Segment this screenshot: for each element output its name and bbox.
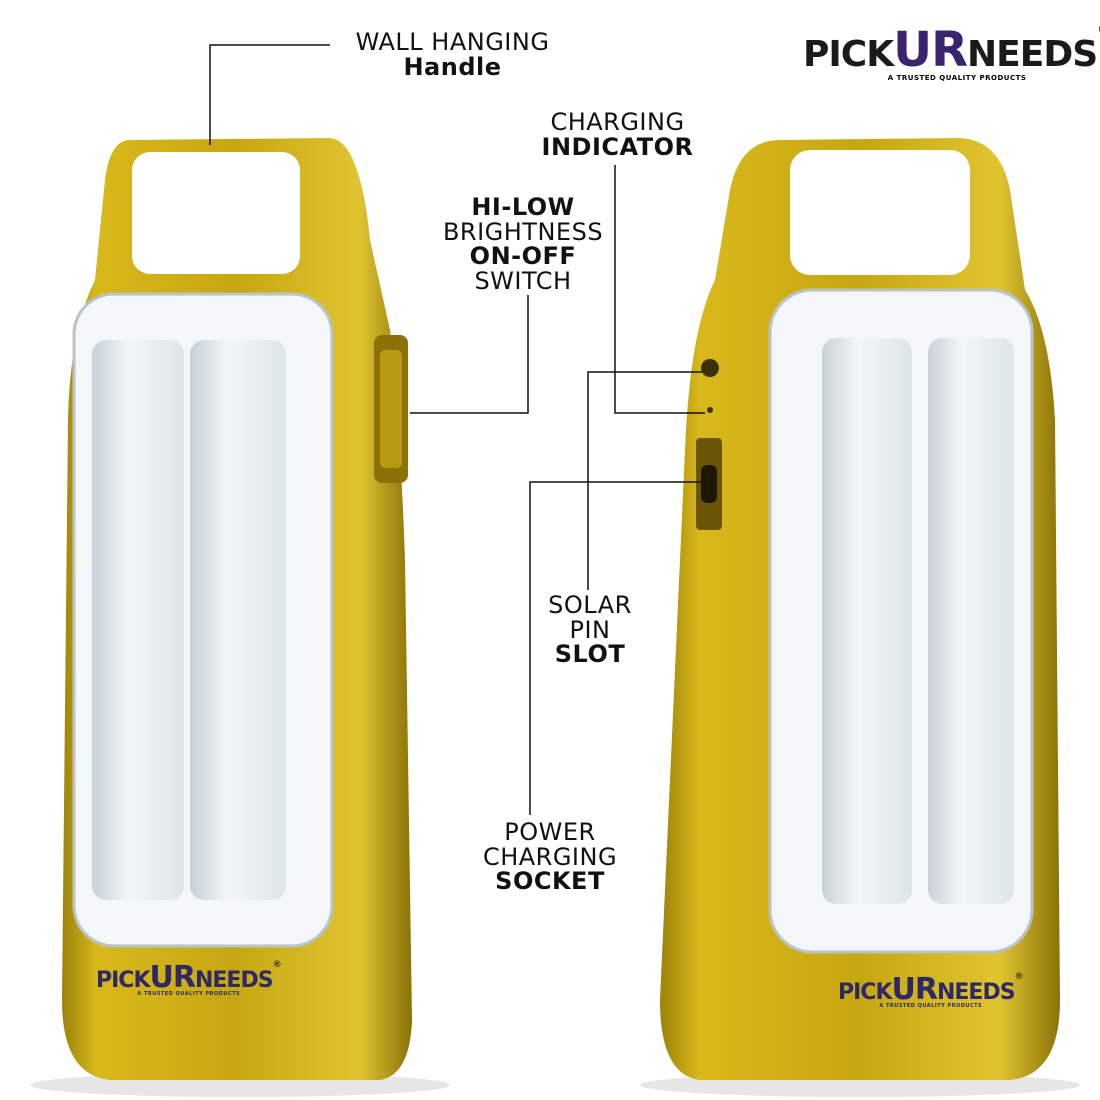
- logo-text: UR: [891, 972, 938, 1007]
- logo-tagline: A TRUSTED QUALITY PRODUCTS: [887, 74, 1027, 82]
- logo-text: PICK: [838, 980, 893, 1005]
- lantern-left-logo: PICKURNEEDS® A TRUSTED QUALITY PRODUCTS: [96, 960, 282, 997]
- logo-text: UR: [893, 22, 968, 78]
- label-wall-hanging-handle: WALL HANGING Handle: [330, 30, 575, 79]
- label-line: Handle: [403, 52, 502, 81]
- label-line: WALL HANGING: [355, 28, 550, 56]
- logo-tagline: A TRUSTED QUALITY PRODUCTS: [137, 991, 241, 997]
- logo-text: PICK: [96, 968, 151, 993]
- brand-logo: PICKURNEEDS® A TRUSTED QUALITY PRODUCTS: [803, 22, 1100, 82]
- label-brightness-switch: HI-LOW BRIGHTNESS ON-OFF SWITCH: [428, 195, 618, 293]
- logo-text: NEEDS: [194, 968, 274, 993]
- callout-lines: [209, 44, 705, 815]
- label-line: SLOT: [554, 640, 626, 668]
- label-power-charging-socket: POWER CHARGING SOCKET: [465, 820, 635, 894]
- label-line: HI-LOW: [471, 193, 575, 221]
- label-line: SOLAR: [548, 591, 632, 619]
- logo-text: UR: [149, 960, 196, 995]
- logo-text: NEEDS: [967, 34, 1098, 75]
- registered-mark: ®: [1097, 22, 1100, 38]
- registered-mark: ®: [1014, 972, 1024, 982]
- lantern-right: [660, 138, 1060, 1080]
- label-line: SOCKET: [495, 867, 605, 895]
- registered-mark: ®: [272, 960, 282, 970]
- lantern-right-logo: PICKURNEEDS® A TRUSTED QUALITY PRODUCTS: [838, 972, 1024, 1009]
- logo-tagline: A TRUSTED QUALITY PRODUCTS: [879, 1003, 983, 1009]
- label-line: CHARGING: [550, 108, 685, 136]
- logo-text: NEEDS: [936, 980, 1016, 1005]
- label-line: PIN: [569, 615, 611, 644]
- label-solar-pin-slot: SOLAR PIN SLOT: [520, 593, 660, 667]
- label-line: CHARGING: [482, 842, 618, 871]
- label-line: BRIGHTNESS: [442, 217, 604, 246]
- lantern-left: [62, 138, 412, 1080]
- charging-indicator: [701, 359, 719, 377]
- label-line: SWITCH: [474, 266, 572, 295]
- logo-text: PICK: [803, 34, 894, 75]
- label-charging-indicator: CHARGING INDICATOR: [520, 110, 715, 159]
- label-line: INDICATOR: [541, 132, 694, 161]
- label-line: POWER: [504, 818, 596, 846]
- label-line: ON-OFF: [469, 242, 577, 270]
